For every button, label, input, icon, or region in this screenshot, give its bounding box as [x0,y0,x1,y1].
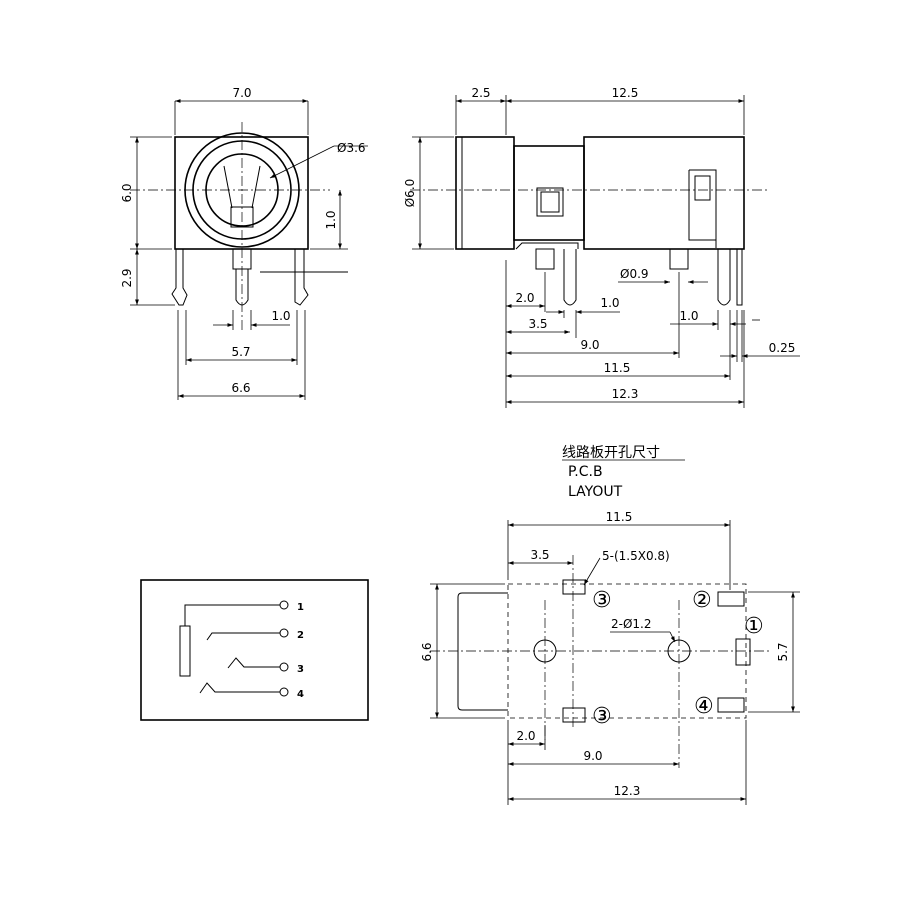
schematic-frame [140,579,369,721]
side-step [515,242,579,250]
pcb-pin3a-label: ③ [592,588,612,613]
side-2-0-label: 2.0 [515,291,534,305]
side-pin-c [669,248,689,270]
pcb-pin4-label: ④ [694,694,714,719]
pcb-hole-left [533,639,557,663]
front-offset-label: 1.0 [324,210,338,229]
pcb-slot-3a [562,579,586,595]
schematic-line-3 [227,657,280,669]
side-0-25-label: 0.25 [769,341,796,355]
side-latch [688,169,717,248]
pcb-pin1-label: ① [744,614,764,639]
pcb-height-label: 6.6 [420,642,434,661]
front-pin-span-label: 5.7 [231,345,250,359]
side-pin-e [736,249,743,306]
schematic-pin-4-label: 4 [297,689,304,700]
schematic: 1 2 3 4 [140,579,369,721]
side-9-0-label: 9.0 [580,338,599,352]
pcb-slot-2 [717,591,745,607]
front-pin-pitch-label: 1.0 [271,309,290,323]
schematic-terminal-4 [279,687,289,697]
front-pin-length-label: 2.9 [120,268,134,287]
schematic-pin-3-label: 3 [297,664,304,675]
front-total-width-label: 6.6 [231,381,250,395]
layout-title: 线路板开孔尺寸 P.C.B LAYOUT [562,445,685,500]
side-flange [455,136,515,250]
front-contact [223,165,261,209]
side-window [536,187,564,217]
side-view: 2.5 12.5 Ø6.0 Ø0.9 2.0 1.0 3.5 1.0 [403,86,800,408]
schematic-line-4 [199,682,280,694]
schematic-terminal-1 [279,600,289,610]
pcb-pin2-label: ② [692,588,712,613]
side-body-rear [583,136,745,250]
side-1-0-a-label: 1.0 [600,296,619,310]
pcb-flange-outline [457,592,508,711]
schematic-line-1 [184,604,280,626]
side-pin-a [535,248,555,270]
schematic-terminal-3 [279,662,289,672]
front-view: 7.0 6.0 Ø3.6 1.0 2.9 1.0 5.7 6.6 [120,86,368,400]
pcb-slot-4 [717,697,745,713]
pcb-12-3-label: 12.3 [614,784,641,798]
pcb-right-span-label: 5.7 [776,642,790,661]
pcb-slot-1 [735,638,751,666]
pcb-pin3b-label: ③ [592,704,612,729]
front-center-pin [235,269,249,306]
layout-title-pcb: P.C.B [568,464,603,480]
side-dia-label: Ø6.0 [403,179,417,208]
pcb-top-length-label: 11.5 [606,510,633,524]
layout-title-cn: 线路板开孔尺寸 [562,445,660,461]
side-pin-d [717,249,731,306]
pcb-hole-right [667,639,691,663]
pcb-layout: ③ ③ ② ① ④ 11.5 3.5 5-(1.5X0.8) 2-Ø1.2 6.… [420,510,800,805]
side-3-5-label: 3.5 [528,317,547,331]
side-body-mid [513,145,585,241]
pcb-slots-note: 5-(1.5X0.8) [602,549,670,563]
side-11-5-label: 11.5 [604,361,631,375]
side-12-3-label: 12.3 [612,387,639,401]
front-hole-dia-label: Ø3.6 [337,141,366,155]
side-pin-dia-label: Ø0.9 [620,267,649,281]
schematic-pin-2-label: 2 [297,630,304,641]
pcb-9-0-label: 9.0 [583,749,602,763]
side-flange-label: 2.5 [471,86,490,100]
side-1-0-b-label: 1.0 [679,309,698,323]
side-pin-b [563,249,577,306]
schematic-pin-1-label: 1 [297,602,304,613]
pcb-2-0-label: 2.0 [516,729,535,743]
schematic-terminal-2 [279,628,289,638]
front-width-label: 7.0 [232,86,251,100]
pcb-slot-3b [562,707,586,723]
front-right-pin [294,249,309,306]
pcb-holes-note: 2-Ø1.2 [611,617,652,631]
front-center-pin-base [232,248,252,270]
front-left-pin [171,249,188,306]
front-height-label: 6.0 [120,183,134,202]
layout-title-layout: LAYOUT [568,484,623,500]
schematic-sleeve [179,625,191,677]
side-body-length-label: 12.5 [612,86,639,100]
schematic-line-2 [206,632,280,641]
pcb-3-5-label: 3.5 [530,548,549,562]
